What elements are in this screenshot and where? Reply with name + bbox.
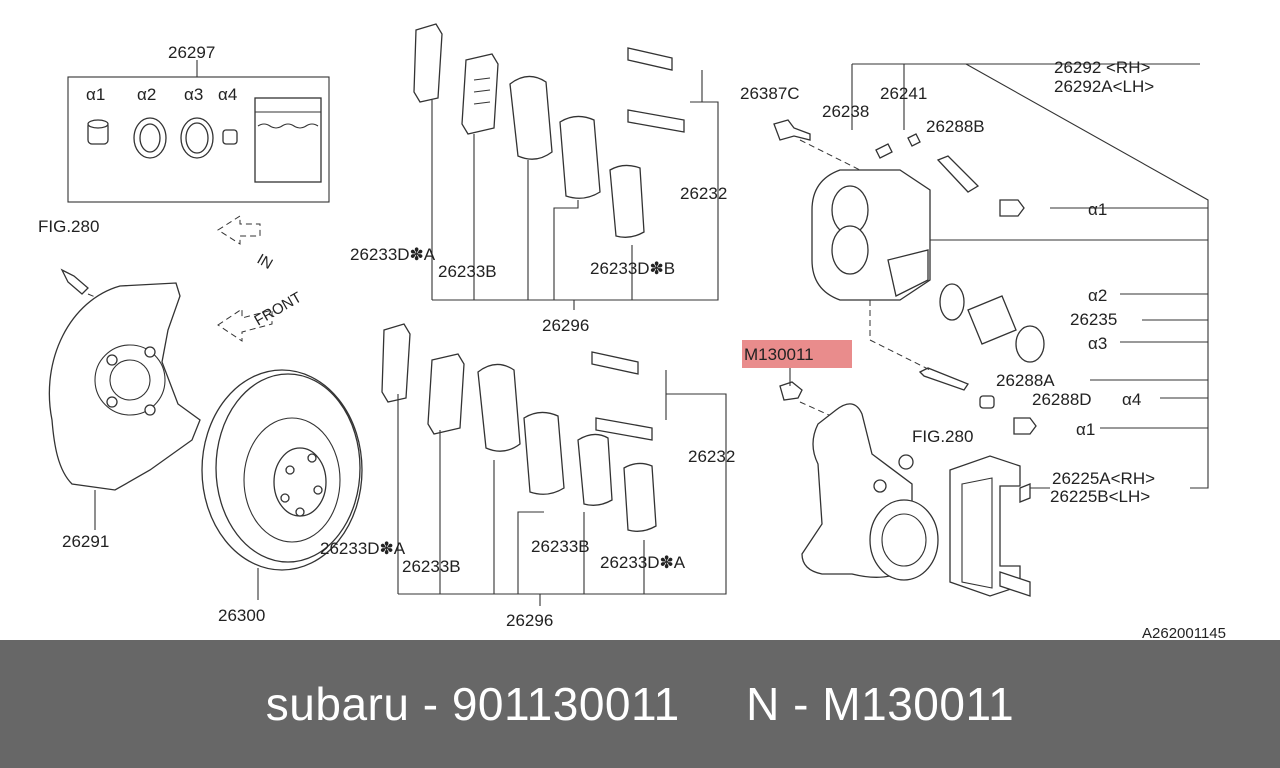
label-in: IN <box>254 251 275 273</box>
label-26233DA-bottom-2: 26233D✽A <box>600 553 686 572</box>
label-26296-top: 26296 <box>542 316 589 335</box>
label-front: FRONT <box>252 289 305 330</box>
highlight-m130011 <box>742 340 852 386</box>
pad-group-top <box>413 23 719 310</box>
brake-rotor-26300 <box>201 369 363 600</box>
caliper-assembly-26292 <box>773 63 1209 489</box>
diagram-reference-code: A262001145 <box>1142 625 1226 640</box>
label-26225a-rh: 26225A<RH> <box>1052 469 1155 488</box>
label-alpha4-kit: α4 <box>218 85 237 104</box>
label-26233DA-bottom: 26233D✽A <box>320 539 406 558</box>
label-26232-bottom: 26232 <box>688 447 735 466</box>
part-number-banner: subaru - 901130011 N - M130011 <box>0 640 1280 768</box>
label-alpha1-right-1: α1 <box>1088 200 1107 219</box>
label-fig280-left: FIG.280 <box>38 217 99 236</box>
label-alpha1-right-2: α1 <box>1076 420 1095 439</box>
label-26296-bottom: 26296 <box>506 611 553 630</box>
label-M130011: M130011 <box>744 345 814 364</box>
label-26291: 26291 <box>62 532 109 551</box>
pad-group-bottom <box>381 323 727 606</box>
brand-name: subaru <box>265 678 410 730</box>
label-26387C: 26387C <box>740 84 800 103</box>
label-alpha2-right: α2 <box>1088 286 1107 305</box>
dust-shield-26291 <box>48 268 201 530</box>
front-direction-arrow <box>217 308 273 342</box>
label-26232-top: 26232 <box>680 184 727 203</box>
label-alpha4-right: α4 <box>1122 390 1141 409</box>
spacer <box>680 677 746 731</box>
label-26233B-top: 26233B <box>438 262 497 281</box>
exploded-brake-diagram: 26297 α1 α2 α3 α4 FIG.280 IN FRONT 26291… <box>38 23 1226 640</box>
label-26292-rh: 26292 <RH> <box>1054 58 1150 77</box>
label-26288D: 26288D <box>1032 390 1092 409</box>
label-alpha3-kit: α3 <box>184 85 203 104</box>
label-26225b-lh: 26225B<LH> <box>1050 487 1150 506</box>
part-number: 901130011 <box>451 678 680 730</box>
oem-code: M130011 <box>822 678 1015 730</box>
label-26238: 26238 <box>822 102 869 121</box>
label-alpha3-right: α3 <box>1088 334 1107 353</box>
label-26233B-bottom: 26233B <box>402 557 461 576</box>
code-prefix: N <box>746 678 780 730</box>
label-26233DA-top: 26233D✽A <box>350 245 436 264</box>
label-26292a-lh: 26292A<LH> <box>1054 77 1154 96</box>
label-alpha1-kit: α1 <box>86 85 105 104</box>
label-26297: 26297 <box>168 43 215 62</box>
label-26288B: 26288B <box>926 117 985 136</box>
label-26288A: 26288A <box>996 371 1055 390</box>
label-26300: 26300 <box>218 606 265 625</box>
label-26233B-bottom-2: 26233B <box>531 537 590 556</box>
caliper-bracket-26225 <box>949 455 1050 597</box>
label-26233DB-top: 26233D✽B <box>590 259 675 278</box>
label-fig280-right: FIG.280 <box>912 427 973 446</box>
label-26241: 26241 <box>880 84 927 103</box>
label-alpha2-kit: α2 <box>137 85 156 104</box>
separator: - <box>409 678 452 730</box>
label-26235: 26235 <box>1070 310 1117 329</box>
separator-2: - <box>779 678 823 730</box>
seal-kit-26297 <box>67 60 330 203</box>
steering-knuckle <box>779 381 939 581</box>
in-direction-arrow <box>217 215 261 245</box>
